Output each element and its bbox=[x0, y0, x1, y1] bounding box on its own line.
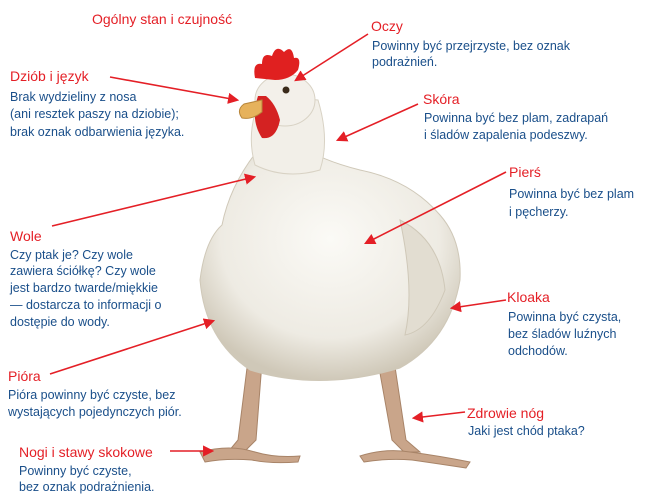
label-kloaka-desc-2: bez śladów luźnych bbox=[508, 326, 616, 342]
label-oczy-desc-1: Powinny być przejrzyste, bez oznak bbox=[372, 38, 570, 54]
label-piers-desc-2: i pęcherzy. bbox=[509, 204, 569, 220]
label-wole-desc-2: zawiera ściółkę? Czy wole bbox=[10, 263, 156, 279]
label-piora-title: Pióra bbox=[8, 368, 41, 384]
label-wole-desc-5: dostępie do wody. bbox=[10, 314, 110, 330]
label-dziob-desc-1: Brak wydzieliny z nosa bbox=[10, 89, 136, 105]
label-skora-desc-2: i śladów zapalenia podeszwy. bbox=[424, 127, 588, 143]
label-wole-desc-1: Czy ptak je? Czy wole bbox=[10, 247, 133, 263]
chicken-eye bbox=[283, 87, 290, 94]
label-nogi-desc-1: Powinny być czyste, bbox=[19, 463, 132, 479]
label-dziob-title: Dziób i język bbox=[10, 68, 89, 84]
label-wole-desc-3: jest bardzo twarde/miękkie bbox=[10, 280, 158, 296]
label-nogi-title: Nogi i stawy skokowe bbox=[19, 444, 153, 460]
label-skora-title: Skóra bbox=[423, 91, 460, 107]
arrow-skora bbox=[338, 104, 418, 140]
label-piora-desc-2: wystających pojedynczych piór. bbox=[8, 404, 182, 420]
label-oczy-title: Oczy bbox=[371, 18, 403, 34]
label-kloaka-desc-3: odchodów. bbox=[508, 343, 568, 359]
label-zdrowie-desc-1: Jaki jest chód ptaka? bbox=[468, 423, 585, 439]
label-nogi-desc-2: bez oznak podrażnienia. bbox=[19, 479, 155, 495]
label-piers-desc-1: Powinna być bez plam bbox=[509, 186, 634, 202]
label-zdrowie-title: Zdrowie nóg bbox=[467, 405, 544, 421]
header-title: Ogólny stan i czujność bbox=[92, 11, 232, 27]
label-kloaka-title: Kloaka bbox=[507, 289, 550, 305]
label-wole-desc-4: — dostarcza to informacji o bbox=[10, 297, 161, 313]
arrow-kloaka bbox=[452, 300, 506, 308]
label-wole-title: Wole bbox=[10, 228, 42, 244]
label-oczy-desc-2: podrażnień. bbox=[372, 54, 437, 70]
label-dziob-desc-2: (ani resztek paszy na dziobie); bbox=[10, 106, 179, 122]
label-piora-desc-1: Pióra powinny być czyste, bez bbox=[8, 387, 175, 403]
label-kloaka-desc-1: Powinna być czysta, bbox=[508, 309, 621, 325]
arrow-zdrowie bbox=[414, 412, 465, 418]
arrow-oczy bbox=[296, 34, 368, 80]
label-skora-desc-1: Powinna być bez plam, zadrapań bbox=[424, 110, 608, 126]
label-piers-title: Pierś bbox=[509, 164, 541, 180]
label-dziob-desc-3: brak oznak odbarwienia języka. bbox=[10, 124, 184, 140]
